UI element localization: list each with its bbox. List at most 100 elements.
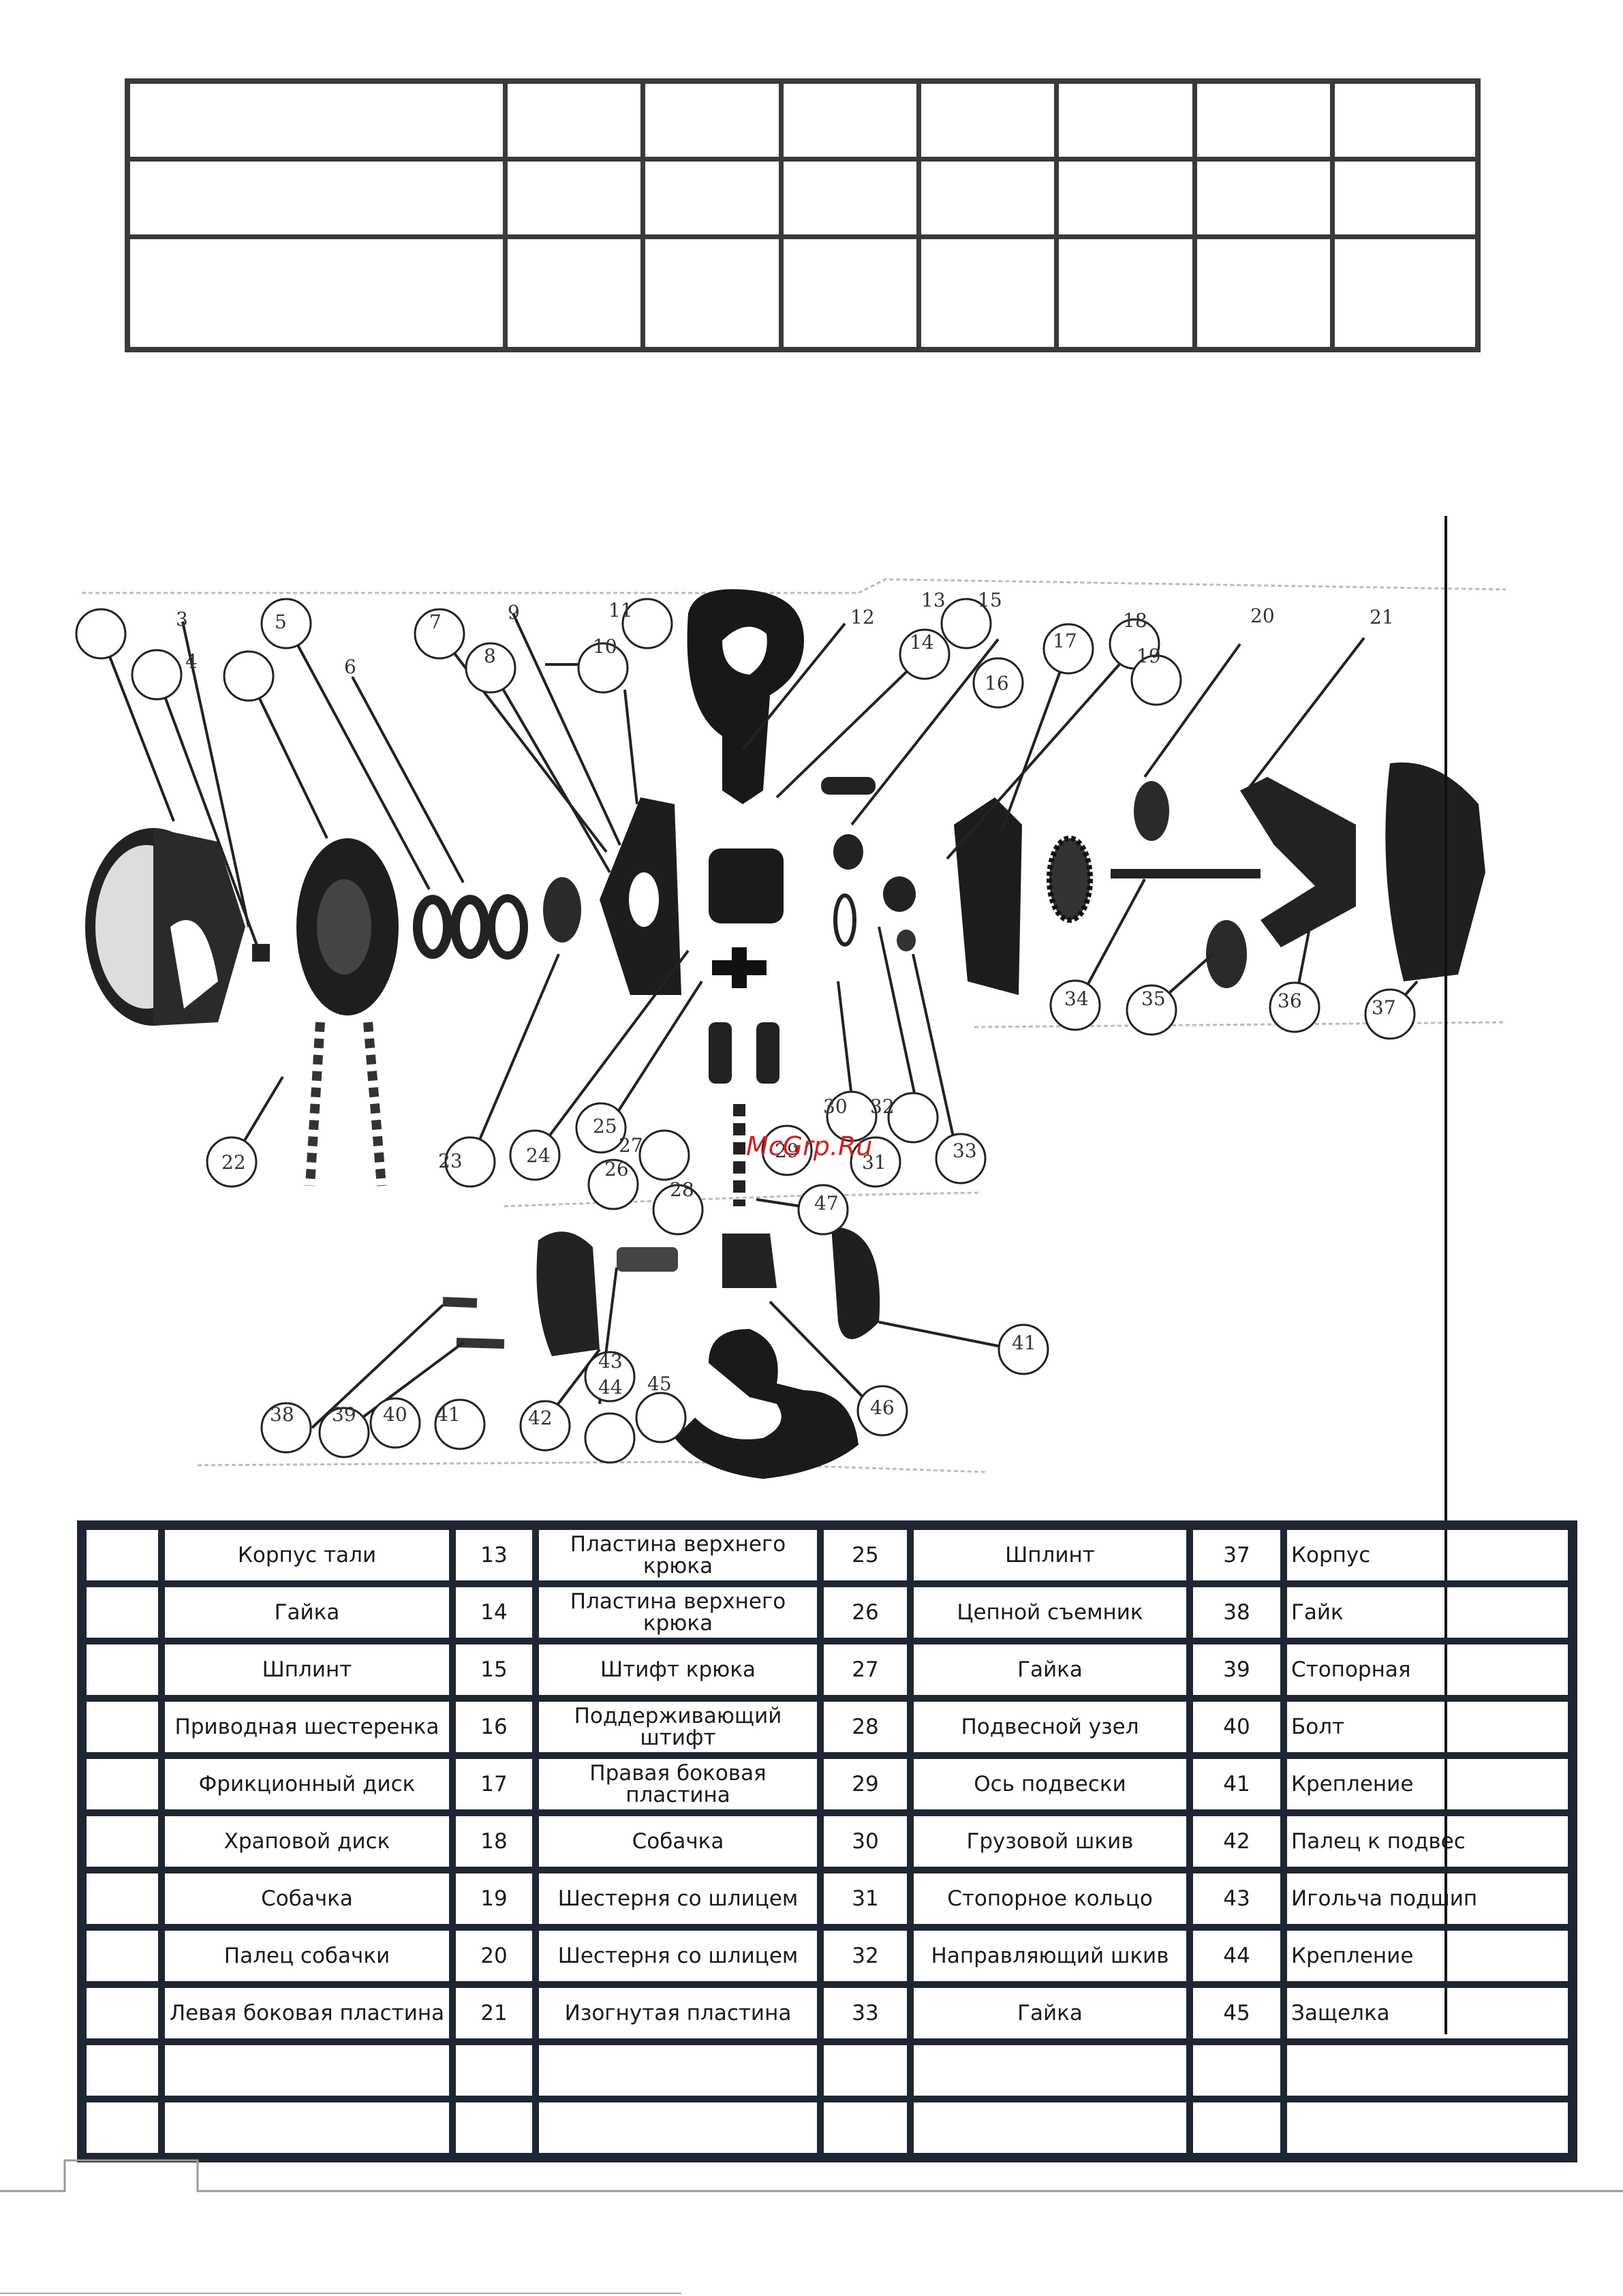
table-cell [1190,2042,1284,2099]
right-side-plate-part [954,797,1022,995]
callout-label: 17 [1053,630,1077,652]
table-cell: Направляющий шкив [910,1927,1190,1985]
table-cell [640,234,784,352]
table-cell [83,1641,161,1698]
callout-label: 21 [1370,606,1394,628]
callout-label: 45 [647,1373,672,1395]
table-cell: Грузовой шкив [910,1813,1190,1870]
table-cell: Шплинт [910,1527,1190,1584]
table-cell: Болт [1284,1698,1571,1756]
table-cell: Гайка [161,1584,452,1641]
callout-label: 26 [604,1158,629,1180]
callout-group: 3 4 5 6 7 8 9 10 11 12 13 14 15 16 17 18… [75,589,1416,1464]
callout-label: 41 [436,1403,461,1426]
table-cell: Ось подвески [910,1756,1190,1813]
table-cell [125,234,508,352]
splined-gear-part [1134,781,1169,841]
table-cell [1329,78,1481,162]
nut-part [252,944,270,962]
callout-label: 30 [823,1095,848,1118]
callout-label: 42 [528,1407,553,1429]
table-cell: Правая боковая пластина [536,1756,820,1813]
table-cell [125,156,508,240]
callout-label: 14 [910,631,934,654]
table-cell [83,1527,161,1584]
table-cell: Подвесной узел [910,1698,1190,1756]
table-cell: 39 [1190,1641,1284,1698]
callout-label: 19 [1137,645,1161,667]
table-cell: 45 [1190,1985,1284,2042]
callout-label: 44 [598,1376,623,1398]
table-cell: 15 [452,1641,536,1698]
callout-label: 5 [275,611,287,633]
table-cell: 43 [1190,1870,1284,1927]
table-cell: 17 [452,1756,536,1813]
table-cell [1284,2042,1571,2099]
table-cell [502,234,646,352]
table-cell [1192,156,1335,240]
exploded-diagram: 3 4 5 6 7 8 9 10 11 12 13 14 15 16 17 18… [0,504,1623,1493]
callout-label: 28 [670,1178,694,1201]
callout-label: 20 [1250,604,1275,627]
table-cell [83,2042,161,2099]
splined-gear-part [1206,920,1247,988]
callout-label: 35 [1141,988,1166,1010]
callout-label: 27 [619,1134,643,1157]
callout-label: 6 [344,656,356,678]
table-cell: Собачка [536,1813,820,1870]
empty-header-table [125,78,1481,352]
ratchet-disc-part [450,895,490,959]
table-cell: Гайк [1284,1584,1571,1641]
callout-label: 11 [608,599,633,622]
diagram-svg: 3 4 5 6 7 8 9 10 11 12 13 14 15 16 17 18… [75,578,1506,1479]
suspension-block-part [536,1231,600,1356]
table-cell [1054,156,1197,240]
table-cell: Палец к подвес [1284,1813,1571,1870]
table-cell: Корпус тали [161,1527,452,1584]
lower-hook-part [675,1329,859,1479]
table-cell [502,78,646,162]
table-cell: Левая боковая пластина [161,1985,452,2042]
callout-label: 34 [1064,988,1089,1010]
callout-label: 36 [1278,990,1302,1012]
table-cell: 29 [820,1756,910,1813]
table-cell: 38 [1190,1584,1284,1641]
table-cell: 14 [452,1584,536,1641]
table-cell [1190,2099,1284,2156]
table-cell [640,156,784,240]
table-cell: 37 [1190,1527,1284,1584]
callout-label: 46 [870,1396,895,1419]
table-cell [640,78,784,162]
table-cell: 33 [820,1985,910,2042]
friction-disc-part [413,895,452,959]
table-cell: 44 [1190,1927,1284,1985]
callout-label: 41 [1012,1332,1036,1354]
vertical-divider [1444,516,1447,2034]
lower-hook-block-part [722,1234,777,1288]
callout-label: 37 [1372,996,1396,1019]
callout-label: 43 [598,1350,623,1373]
table-cell [910,2099,1190,2156]
table-cell [83,1870,161,1927]
table-cell: Крепление [1284,1927,1571,1985]
table-cell: Пластина верхнего крюка [536,1527,820,1584]
table-cell: Корпус [1284,1527,1571,1584]
table-cell [83,1985,161,2042]
table-cell: Собачка [161,1870,452,1927]
table-cell [1192,234,1335,352]
table-cell [125,78,508,162]
table-cell: 32 [820,1927,910,1985]
table-cell [916,156,1060,240]
table-cell: 27 [820,1641,910,1698]
table-cell: Штифт крюка [536,1641,820,1698]
table-cell: 16 [452,1698,536,1756]
table-cell: Пластина верхнего крюка [536,1584,820,1641]
callout-label: 10 [593,635,617,658]
table-cell: Поддерживающий штифт [536,1698,820,1756]
table-cell [83,1927,161,1985]
table-cell: 21 [452,1985,536,2042]
